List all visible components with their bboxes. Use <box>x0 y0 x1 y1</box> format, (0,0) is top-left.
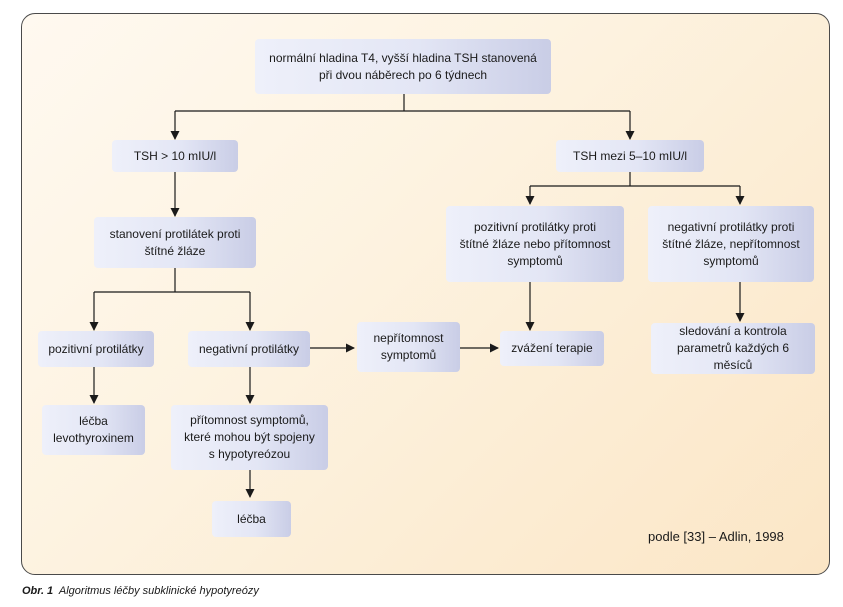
node-symptoms-present: přítomnost symptomů, které mohou být spo… <box>171 405 328 470</box>
node-no-symptoms: nepřítomnost symptomů <box>357 322 460 372</box>
node-levothyroxine: léčba levothyroxinem <box>42 405 145 455</box>
node-mid-positive: pozitivní protilátky proti štítné žláze … <box>446 206 624 282</box>
diagram-panel <box>21 13 830 575</box>
node-treatment: léčba <box>212 501 291 537</box>
node-antibody-test: stanovení protilátek proti štítné žláze <box>94 217 256 268</box>
figure-caption: Obr. 1 Algoritmus léčby subklinické hypo… <box>22 585 259 597</box>
node-tsh-high: TSH > 10 mIU/l <box>112 140 238 172</box>
caption-label: Obr. 1 <box>22 585 54 597</box>
node-positive-antibodies: pozitivní protilátky <box>38 331 154 367</box>
node-negative-antibodies: negativní protilátky <box>188 331 310 367</box>
node-mid-negative: negativní protilátky proti štítné žláze,… <box>648 206 814 282</box>
source-note: podle [33] – Adlin, 1998 <box>648 529 784 544</box>
node-root: normální hladina T4, vyšší hladina TSH s… <box>255 39 551 94</box>
node-monitoring: sledování a kontrola parametrů každých 6… <box>651 323 815 374</box>
node-consider-therapy: zvážení terapie <box>500 331 604 366</box>
caption-text: Algoritmus léčby subklinické hypotyreózy <box>58 585 259 597</box>
node-tsh-mid: TSH mezi 5–10 mIU/l <box>556 140 704 172</box>
